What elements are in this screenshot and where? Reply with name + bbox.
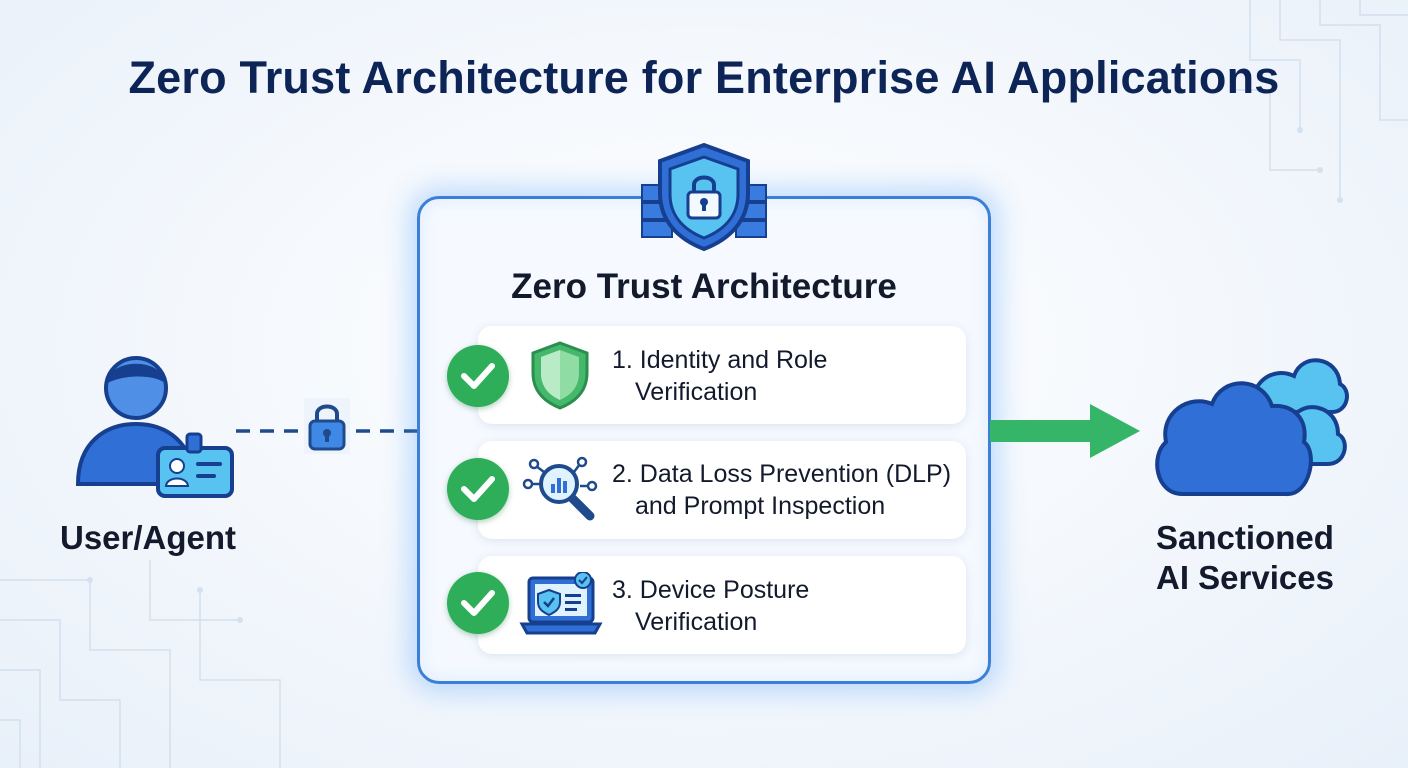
step-line1: 2. Data Loss Prevention (DLP): [612, 460, 952, 488]
user-badge-icon: [75, 356, 234, 498]
panel-title: Zero Trust Architecture: [511, 267, 897, 306]
cloud-cluster-icon: [1155, 358, 1349, 496]
green-arrow-icon: [990, 404, 1140, 458]
laptop-shield-icon: [519, 572, 603, 635]
step-text-device: 3. Device Posture Verification: [612, 574, 809, 638]
step-line1: 3. Device Posture: [612, 576, 810, 604]
step-line2: and Prompt Inspection: [635, 492, 886, 520]
destination-line2: AI Services: [1156, 559, 1334, 596]
circuit-decoration-bottom-left: [0, 560, 281, 768]
step-line2: Verification: [635, 378, 758, 406]
check-icon: [447, 458, 509, 520]
check-icon: [447, 572, 509, 634]
user-agent-label: User/Agent: [60, 519, 237, 556]
circuit-decoration-top-right: [1230, 0, 1408, 203]
check-icon: [447, 345, 509, 407]
destination-label: Sanctioned AI Services: [1156, 518, 1334, 598]
destination-line1: Sanctioned: [1156, 519, 1334, 556]
lock-icon: [304, 398, 350, 454]
page-title: Zero Trust Architecture for Enterprise A…: [128, 52, 1280, 103]
step-line1: 1. Identity and Role: [612, 346, 828, 374]
step-text-dlp: 2. Data Loss Prevention (DLP) and Prompt…: [612, 458, 951, 522]
dashed-connector: [236, 429, 418, 433]
step-line2: Verification: [635, 608, 758, 636]
magnifier-chart-icon: [522, 456, 598, 521]
green-shield-icon: [531, 341, 589, 410]
shield-firewall-icon: [641, 142, 767, 252]
step-text-identity: 1. Identity and Role Verification: [612, 344, 827, 408]
